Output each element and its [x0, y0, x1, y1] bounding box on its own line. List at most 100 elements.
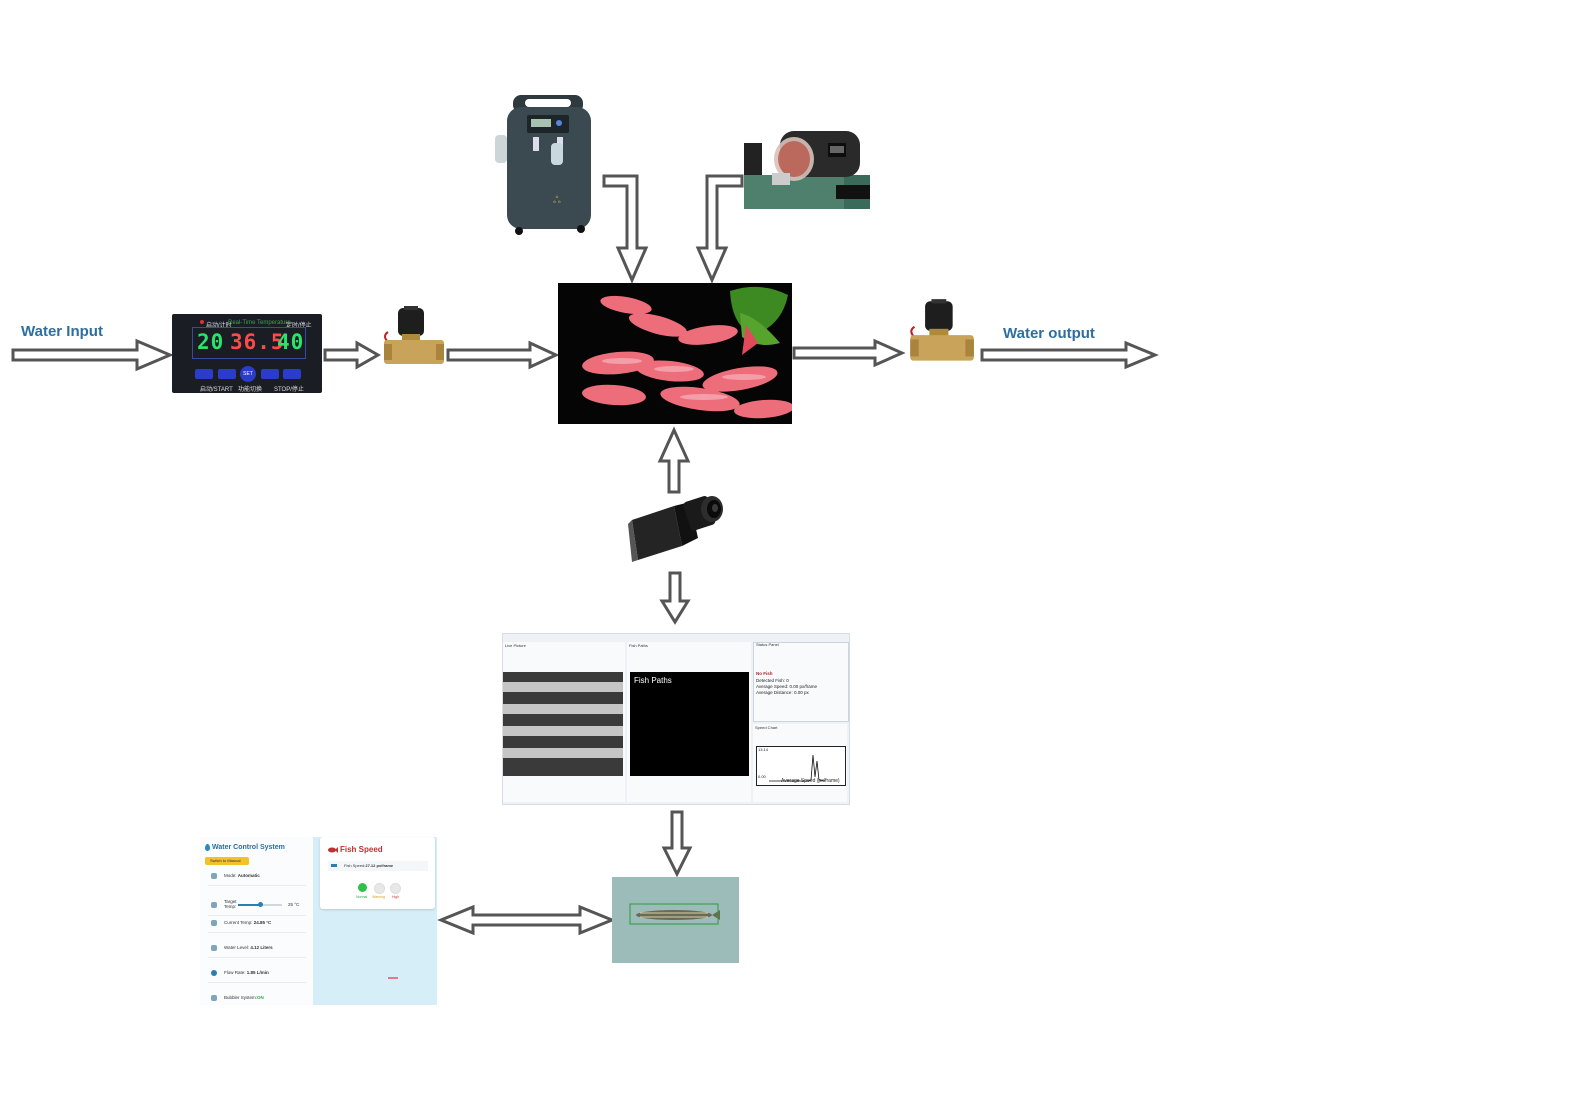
water-level-row: Water Level: 4.12 Liters	[208, 941, 306, 958]
arrow-camera-to-software	[659, 571, 691, 625]
thermometer-icon	[211, 902, 217, 908]
display-mid-digits: 36.5	[230, 330, 285, 354]
status-panel: Status Panel No Fish Detected Fish: 0 Av…	[753, 642, 849, 722]
water-level-value: 4.12 Liters	[250, 945, 273, 950]
arrow-dashboard-detection	[437, 904, 616, 936]
fish-speed-row: Fish Speed:27.12 px/frame	[328, 861, 428, 871]
thermostat-key-3[interactable]	[261, 369, 279, 379]
fish-tank-photo	[558, 283, 792, 424]
sliders-icon	[211, 873, 217, 879]
high-status-lamp	[390, 883, 401, 894]
arrow-feeder-to-tank	[695, 174, 744, 284]
fish-speed-title: Fish Speed	[340, 845, 383, 854]
flow-icon	[211, 970, 217, 976]
live-picture-panel: Live Picture	[503, 642, 625, 802]
arrow-input-to-thermostat	[11, 338, 174, 372]
fish-speed-card: Fish Speed Fish Speed:27.12 px/frame Nor…	[320, 837, 435, 909]
flow-rate-value: 1.85 L/min	[246, 970, 269, 975]
fish-paths-canvas: Fish Paths	[630, 672, 749, 776]
current-temp-label: Current Temp:	[224, 920, 253, 925]
industrial-camera-icon	[628, 496, 723, 562]
outlet-solenoid-valve-icon	[910, 299, 974, 361]
thermostat-key-4[interactable]	[283, 369, 301, 379]
target-temp-slider[interactable]	[238, 902, 282, 907]
arrow-valve-to-tank	[446, 340, 560, 370]
arrow-camera-to-tank	[657, 426, 691, 494]
set-button[interactable]: SET	[240, 366, 256, 382]
switch-to-manual-button[interactable]: Switch to Manual	[205, 857, 249, 865]
chart-y-max: 13.14	[758, 747, 769, 752]
thermostat-header-right: 定时/停止	[286, 323, 312, 329]
warning-lamp-label: Warning	[372, 895, 385, 899]
function-button-label: 功能切换	[238, 387, 263, 393]
flow-rate-row: Flow Rate: 1.85 L/min	[208, 966, 306, 983]
speed-arrow-icon	[331, 864, 337, 867]
automatic-fish-feeder-icon	[744, 131, 870, 209]
fish-marker-icon	[388, 977, 398, 979]
power-led-icon	[200, 320, 204, 324]
fish-paths-canvas-title: Fish Paths	[634, 676, 672, 685]
fish-speed-label: Fish Speed:	[344, 863, 366, 868]
bubbler-row: Bubbler System:ON	[208, 991, 306, 1007]
water-level-label: Water Level:	[224, 945, 250, 950]
normal-status-lamp	[358, 883, 367, 892]
mode-value: Automatic	[237, 873, 260, 878]
high-lamp-label: High	[392, 895, 400, 899]
arrow-oxygen-to-tank	[602, 174, 649, 284]
temperature-sensor-icon	[211, 920, 217, 926]
speed-chart-title: Speed Chart	[755, 725, 778, 730]
thermostat-header-left: 启动/计时	[206, 323, 232, 329]
status-average-distance: Average Distance: 0.00 px	[756, 690, 809, 695]
target-temp-label: Target Temp:	[224, 899, 237, 909]
status-no-fish: No Fish	[756, 671, 773, 676]
fish-paths-panel: Fish Paths Fish Paths	[627, 642, 751, 802]
thermostat-header-mid: Real-Time Temperature	[228, 320, 291, 326]
fish-speed-area: Fish Speed Fish Speed:27.12 px/frame Nor…	[313, 837, 437, 1005]
live-picture-title: Live Picture	[505, 643, 526, 648]
arrow-output	[980, 340, 1159, 370]
fish-speed-value: 27.12 px/frame	[365, 863, 394, 868]
speed-chart-plot: 13.14 0.00 Average Speed (px/frame)	[756, 746, 846, 786]
target-temp-value: 25 °C	[288, 902, 300, 907]
fish-detection-image	[612, 877, 739, 963]
bubbler-icon	[211, 995, 217, 1001]
oxygen-concentrator-icon: ஃ	[495, 95, 591, 235]
thermostat-key-1[interactable]	[195, 369, 213, 379]
current-temp-value: 24.85 °C	[253, 920, 272, 925]
fish-paths-title: Fish Paths	[629, 643, 648, 648]
chart-x-label: Average Speed (px/frame)	[781, 778, 840, 784]
normal-lamp-label: Normal	[356, 895, 368, 899]
fish-icon	[328, 847, 338, 853]
flow-rate-label: Flow Rate:	[224, 970, 246, 975]
water-control-panel: Water Control System Switch to Manual Mo…	[200, 837, 313, 1005]
arrow-thermostat-to-valve	[323, 340, 382, 370]
status-detected-fish: Detected Fish: 0	[756, 678, 789, 683]
bubbler-label: Bubbler System:	[224, 995, 258, 1000]
mode-row: Mode: Automatic	[208, 869, 306, 886]
start-button-label: 启动/START	[200, 387, 233, 393]
status-panel-title: Status Panel	[756, 642, 779, 647]
bubbler-value: ON	[257, 995, 264, 1000]
water-drop-icon	[205, 844, 210, 851]
water-control-title: Water Control System	[212, 844, 285, 851]
status-average-speed: Average Speed: 0.00 px/frame	[756, 684, 817, 689]
tracking-software-window: Live Picture Fish Paths Fish Paths Statu…	[502, 633, 850, 805]
target-temp-row: Target Temp: 25 °C	[208, 895, 306, 916]
thermostat-key-2[interactable]	[218, 369, 236, 379]
slider-handle[interactable]	[257, 902, 263, 907]
current-temp-row: Current Temp: 24.85 °C	[208, 916, 306, 933]
warning-status-lamp	[374, 883, 385, 894]
thermostat-display: 20 36.5 40	[192, 327, 306, 359]
arrow-software-to-detection	[661, 810, 693, 878]
water-input-label: Water Input	[21, 323, 103, 340]
mode-label: Mode:	[224, 873, 237, 878]
live-camera-feed	[503, 672, 623, 776]
speed-chart-line	[769, 754, 826, 782]
temperature-controller: 启动/计时 Real-Time Temperature 定时/停止 20 36.…	[172, 314, 322, 393]
arrow-tank-to-outlet-valve	[792, 338, 906, 368]
display-right-digits: 40	[277, 330, 305, 354]
chart-y-min: 0.00	[758, 774, 766, 779]
display-left-digits: 20	[197, 330, 225, 354]
stop-button-label: STOP/停止	[274, 387, 304, 393]
